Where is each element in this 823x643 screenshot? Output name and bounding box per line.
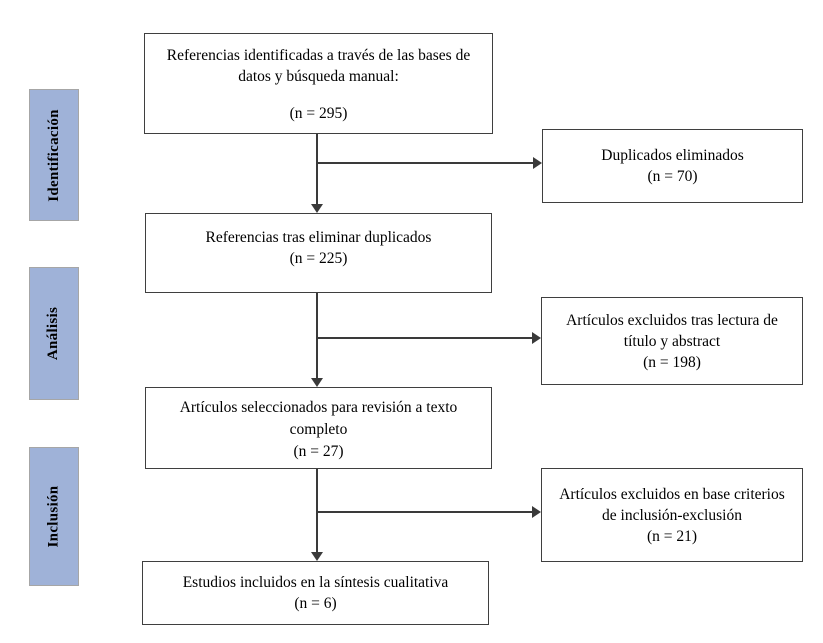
- connector-deduplicated-to-fulltext-line: [316, 293, 318, 378]
- phase-label-inclusion: Inclusión: [29, 447, 79, 586]
- box-duplicates-removed-text: Duplicados eliminados: [601, 147, 744, 164]
- connector-fulltext-to-included-line: [316, 469, 318, 552]
- box-fulltext-review: Artículos seleccionados para revisión a …: [145, 387, 492, 469]
- arrowhead-down-icon: [311, 552, 323, 561]
- box-excluded-title-abstract: Artículos excluidos tras lectura de títu…: [541, 297, 803, 385]
- box-included-count: (n = 6): [294, 595, 337, 612]
- phase-label-analysis-text: Análisis: [45, 306, 62, 361]
- connector-identified-to-deduplicated-line: [316, 134, 318, 204]
- box-included-text: Estudios incluidos en la síntesis cualit…: [182, 574, 449, 591]
- arrowhead-right-icon: [533, 157, 542, 169]
- connector-to-excluded-title-abstract-line: [317, 337, 532, 339]
- arrowhead-down-icon: [311, 378, 323, 387]
- box-identified-count: (n = 295): [289, 105, 348, 122]
- box-deduplicated-text: Referencias tras eliminar duplicados: [205, 229, 432, 246]
- box-fulltext-review-count: (n = 27): [293, 443, 344, 460]
- box-deduplicated: Referencias tras eliminar duplicados (n …: [145, 213, 492, 293]
- phase-label-analysis: Análisis: [29, 267, 79, 400]
- box-excluded-title-abstract-text: Artículos excluidos tras lectura de títu…: [566, 311, 778, 350]
- box-excluded-criteria-count: (n = 21): [646, 527, 698, 545]
- arrowhead-down-icon: [311, 204, 323, 213]
- box-included: Estudios incluidos en la síntesis cualit…: [142, 561, 489, 625]
- box-deduplicated-count: (n = 225): [289, 250, 348, 267]
- box-excluded-title-abstract-count: (n = 198): [643, 353, 701, 371]
- phase-label-identification: Identificación: [29, 89, 79, 221]
- phase-label-identification-text: Identificación: [45, 108, 62, 202]
- connector-to-excluded-criteria-line: [317, 511, 532, 513]
- box-excluded-criteria: Artículos excluidos en base criterios de…: [541, 468, 803, 562]
- connector-to-duplicates-removed-line: [317, 162, 533, 164]
- arrowhead-right-icon: [532, 332, 541, 344]
- box-duplicates-removed: Duplicados eliminados (n = 70): [542, 129, 803, 203]
- phase-label-inclusion-text: Inclusión: [45, 485, 62, 548]
- box-excluded-criteria-text: Artículos excluidos en base criterios de…: [559, 485, 785, 524]
- box-identified-text: Referencias identificadas a través de la…: [166, 47, 471, 85]
- box-identified: Referencias identificadas a través de la…: [144, 33, 493, 134]
- arrowhead-right-icon: [532, 506, 541, 518]
- box-duplicates-removed-count: (n = 70): [647, 168, 698, 185]
- box-fulltext-review-text: Artículos seleccionados para revisión a …: [179, 399, 458, 438]
